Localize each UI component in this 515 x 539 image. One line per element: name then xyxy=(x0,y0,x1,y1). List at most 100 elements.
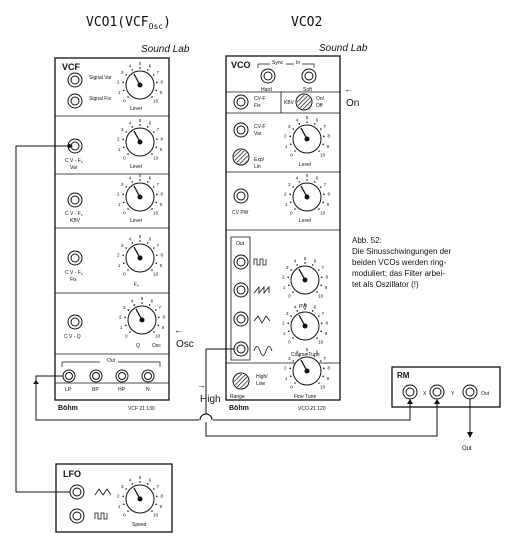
label-cv-fc-kbv: C V - Fc xyxy=(65,211,83,217)
jack-cv-q[interactable] xyxy=(67,314,83,330)
jack-sync-soft[interactable] xyxy=(301,68,317,84)
brand-logo-vcf: Sound Lab xyxy=(141,44,190,55)
label-signal-var: Signal Var xyxy=(89,75,112,81)
knob-scale-number: 2 xyxy=(284,134,287,139)
knob-scale-number: 8 xyxy=(327,192,330,197)
knob-scale-number: 1 xyxy=(283,285,286,290)
jack-sync-hard[interactable] xyxy=(260,68,276,84)
jack-cv-fc-fix[interactable] xyxy=(67,250,83,266)
knob-scale-number: 2 xyxy=(119,315,122,320)
kbv-on-off-switch[interactable] xyxy=(295,93,313,111)
knob-scale-number: 4 xyxy=(296,175,299,180)
jack-n[interactable] xyxy=(141,369,155,383)
knob-scale-number: 8 xyxy=(160,494,163,499)
knob-scale-number: 9 xyxy=(160,263,163,268)
vcf-q-label: Q xyxy=(136,343,140,349)
jack-lfo-triangle[interactable] xyxy=(69,484,85,500)
knob-scale-number: 9 xyxy=(160,504,163,509)
label-cv-fc-fix: C V - Fc xyxy=(65,270,83,276)
vcf-out-label: Out xyxy=(107,358,116,364)
jack-rm-y[interactable] xyxy=(429,384,445,400)
jack-sine-out[interactable] xyxy=(233,341,249,357)
lfo-speed-label: Speed xyxy=(132,522,147,528)
jack-signal-fix[interactable] xyxy=(67,93,83,109)
knob-scale-number: 6 xyxy=(151,298,154,303)
jack-lp[interactable] xyxy=(62,369,76,383)
knob-scale-number: 8 xyxy=(160,137,163,142)
vco-cvf-label: CV-F xyxy=(254,96,265,102)
knob-scale-number: 6 xyxy=(316,117,319,122)
knob-scale-number: 4 xyxy=(129,120,132,125)
range-switch[interactable] xyxy=(232,372,250,390)
jack-pulse-out[interactable] xyxy=(233,254,249,270)
knob-scale-number: 6 xyxy=(316,349,319,354)
jack-cv-fc-kbv[interactable] xyxy=(67,192,83,208)
knob-scale-number: 10 xyxy=(318,340,324,345)
caption-line-3: moduliert; das Filter arbei- xyxy=(352,269,445,278)
knob-scale-number: 7 xyxy=(157,127,160,132)
knob-scale-number: 7 xyxy=(159,305,162,310)
knob-scale-number: 7 xyxy=(157,243,160,248)
knob-scale-number: 4 xyxy=(129,63,132,68)
jack-hp[interactable] xyxy=(115,369,129,383)
knob-scale-number: 6 xyxy=(314,304,317,309)
knob-scale-number: 0 xyxy=(123,99,126,104)
jack-bp[interactable] xyxy=(89,369,103,383)
jack-rm-out[interactable] xyxy=(462,384,478,400)
exp-lin-switch[interactable] xyxy=(232,148,250,166)
knob-scale-number: 0 xyxy=(123,272,126,277)
jack-rm-x[interactable] xyxy=(402,384,418,400)
vco-in-label: In xyxy=(296,60,300,66)
knob-scale-number: 10 xyxy=(320,153,326,158)
knob-scale-number: 10 xyxy=(153,513,159,518)
knob-scale-number: 5 xyxy=(139,118,142,123)
patch-cables xyxy=(15,145,471,493)
knob-scale-number: 5 xyxy=(139,61,142,66)
jack-saw-out[interactable] xyxy=(233,282,249,298)
knob-scale-number: 4 xyxy=(296,349,299,354)
knob-scale-number: 5 xyxy=(306,347,309,352)
knob-scale-number: 7 xyxy=(157,484,160,489)
knob-scale-number: 2 xyxy=(282,275,285,280)
jack-cv-pw[interactable] xyxy=(233,188,249,204)
knob-scale-number: 9 xyxy=(162,325,165,330)
jack-triangle-out[interactable] xyxy=(233,311,249,327)
rm-label: RM xyxy=(397,371,410,380)
knob-scale-number: 4 xyxy=(296,117,299,122)
knob-scale-number: 3 xyxy=(286,265,289,270)
knob-scale-number: 9 xyxy=(327,376,330,381)
knob-scale-number: 7 xyxy=(324,124,327,129)
vco-range-label: Range xyxy=(230,394,245,400)
rm-panel xyxy=(391,366,501,408)
knob-scale-number: 6 xyxy=(149,236,152,241)
jack-lfo-pulse[interactable] xyxy=(69,508,85,524)
jack-cvf-var[interactable] xyxy=(233,122,249,138)
jack-signal-var[interactable] xyxy=(67,72,83,88)
vco-cvpw-label: CV PW xyxy=(232,210,249,216)
rm-x-label: X xyxy=(423,391,427,397)
jack-cv-fc-var[interactable] xyxy=(67,138,83,154)
jack-cvf-fix[interactable] xyxy=(233,94,249,110)
knob-scale-number: 8 xyxy=(327,366,330,371)
high-annotation: High xyxy=(200,394,221,405)
knob-scale-number: 5 xyxy=(304,256,307,261)
label-cv-fc: C V - Fc xyxy=(65,158,83,164)
knob-scale-number: 9 xyxy=(160,90,163,95)
knob-scale-number: 9 xyxy=(160,202,163,207)
knob-scale-number: 3 xyxy=(288,356,291,361)
knob-scale-number: 10 xyxy=(153,272,159,277)
rm-out-annotation: Out xyxy=(462,446,472,452)
knob-scale-number: 1 xyxy=(285,202,288,207)
